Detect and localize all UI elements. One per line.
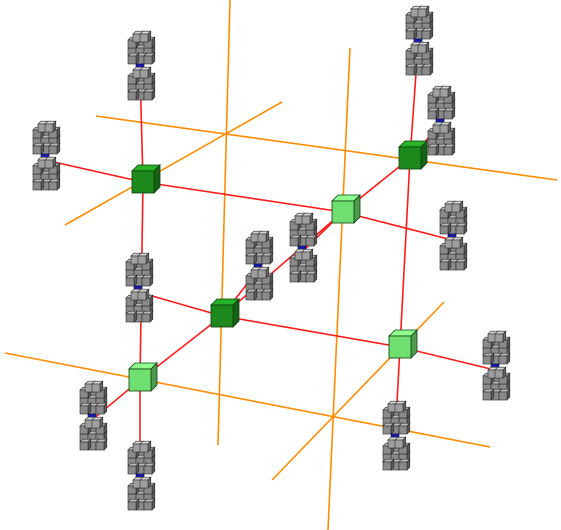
lattice-node xyxy=(210,298,240,328)
cube-clusters xyxy=(32,5,511,511)
cube-cluster xyxy=(127,440,156,511)
orange-axis-line xyxy=(64,101,283,226)
lattice-node xyxy=(128,362,158,392)
cube-cluster xyxy=(245,230,274,301)
red-edge xyxy=(221,211,344,317)
cube-cluster xyxy=(125,252,154,323)
lattice-node xyxy=(388,329,418,359)
cube-cluster xyxy=(382,400,411,471)
lattice-node xyxy=(398,140,428,170)
red-edge xyxy=(221,315,401,348)
lattice-node xyxy=(131,164,161,194)
red-edge xyxy=(399,157,411,348)
cube-cluster xyxy=(32,120,61,191)
red-edge xyxy=(44,159,144,183)
cube-cluster xyxy=(427,85,456,156)
lattice-node xyxy=(331,194,361,224)
red-edge xyxy=(342,211,453,241)
cube-cluster xyxy=(482,330,511,401)
orange-axis-line xyxy=(95,115,558,181)
green-nodes xyxy=(128,140,428,392)
red-edge xyxy=(142,181,344,213)
cube-cluster xyxy=(127,30,156,101)
cube-cluster xyxy=(79,380,108,451)
orange-axis-line xyxy=(217,0,231,446)
orange-axis-line xyxy=(327,47,351,530)
cube-cluster xyxy=(289,212,318,283)
orange-axis-line xyxy=(4,352,491,448)
cube-cluster xyxy=(405,5,434,76)
cube-cluster xyxy=(439,200,468,271)
